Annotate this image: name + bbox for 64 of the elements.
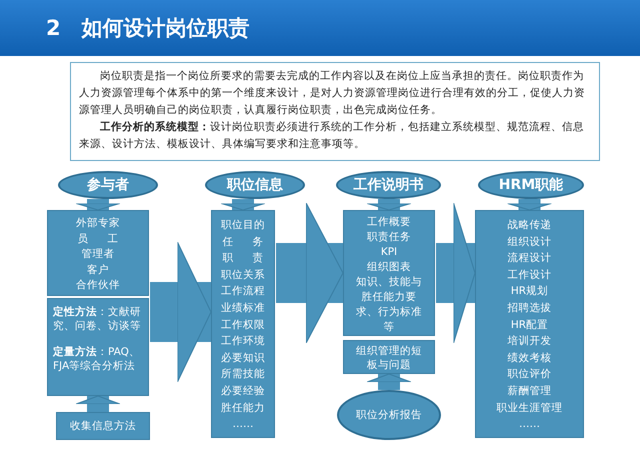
block-arrow <box>220 199 266 210</box>
list-item: 定量方法：PAQ、FJA等综合分析法 <box>53 345 141 373</box>
list-item: 任 务 <box>222 234 264 250</box>
list-item: 必要经验 <box>221 384 265 399</box>
block-arrow <box>436 202 476 344</box>
list-item: …… <box>232 417 254 432</box>
list-item: KPI <box>380 245 398 260</box>
list-item: 知识、技能与胜任能力要求、行为标准等 <box>355 275 423 335</box>
heading-text: 职位信息 <box>227 176 283 194</box>
content-box <box>47 298 149 396</box>
list-item: 工作权限 <box>221 318 265 333</box>
paragraph: 岗位职责是指一个岗位所要求的需要去完成的工作内容以及在岗位上应当承担的责任。岗位职责作为人力资源管理每个体系中的第一个维度来设计，是对人力资源管理岗位进行合理有效的分工，促使人力资源管理人员明确自己的岗位职责，认真履行岗位职责，出色完成岗位任务。 <box>79 69 586 118</box>
list-item: 外部专家 <box>76 216 120 231</box>
list-item: 管理者 <box>82 247 114 262</box>
list-item: 工作环境 <box>221 334 265 350</box>
list-item: 培训开发 <box>508 334 552 350</box>
block-arrow <box>507 199 552 210</box>
content-box <box>343 210 435 336</box>
content-box <box>343 340 435 374</box>
list-item: 工作流程 <box>221 284 265 300</box>
list-item: 必要知识 <box>221 350 265 366</box>
title-text: 2 如何设计岗位职责 <box>46 15 250 42</box>
heading-text: 职位分析报告 <box>356 408 422 422</box>
block-arrow <box>366 374 412 390</box>
heading-text: 工作说明书 <box>354 176 424 194</box>
box-text: 组织管理的短板与问题 <box>356 344 422 372</box>
list-item: 职业生涯管理 <box>496 400 562 416</box>
text-box <box>70 62 600 161</box>
list-item: 组织图表 <box>367 260 411 275</box>
list-item: 客户 <box>87 262 109 278</box>
content-box <box>56 412 150 440</box>
block-arrow <box>76 199 120 210</box>
list-item: 职位关系 <box>221 268 265 283</box>
list-item: 战略传递 <box>508 218 552 233</box>
list-item: 定性方法：文献研究、问卷、访谈等 <box>53 305 142 333</box>
list-item: 薪酬管理 <box>508 384 552 399</box>
block-arrow <box>76 396 120 412</box>
list-item: 胜任能力 <box>221 400 265 416</box>
heading-text: HRM职能 <box>498 176 564 194</box>
list-item: 工作设计 <box>508 268 552 283</box>
list-item: 业绩标准 <box>221 300 265 316</box>
content-box <box>475 210 584 438</box>
list-item: HR规划 <box>510 284 548 300</box>
heading-text: 参与者 <box>87 176 129 194</box>
list-item: 绩效考核 <box>508 350 552 366</box>
list-item: 员 工 <box>77 232 119 246</box>
list-item: 职责任务 <box>367 230 411 245</box>
list-item: 流程设计 <box>508 251 552 266</box>
list-item: 工作概要 <box>367 215 411 230</box>
list-item: HR配置 <box>510 318 548 333</box>
content-box <box>211 210 275 438</box>
box-text: 收集信息方法 <box>70 419 136 434</box>
list-item: 招聘选拔 <box>508 300 552 316</box>
content-box <box>47 210 149 296</box>
block-arrow <box>276 202 344 344</box>
list-item: 所需技能 <box>221 367 265 382</box>
list-item: …… <box>519 417 540 432</box>
list-item: 合作伙伴 <box>76 278 120 293</box>
paragraph: 工作分析的系统模型：设计岗位职责必须进行系统的工作分析，包括建立系统模型、规范流程、信息来源、设计方法、模板设计、具体编写要求和注意事项等。 <box>79 120 585 152</box>
list-item: 职位目的 <box>221 218 265 233</box>
block-arrow <box>366 199 412 210</box>
list-item: 职位评价 <box>508 367 552 382</box>
list-item: 职 责 <box>222 251 264 266</box>
list-item: 组织设计 <box>508 234 552 250</box>
